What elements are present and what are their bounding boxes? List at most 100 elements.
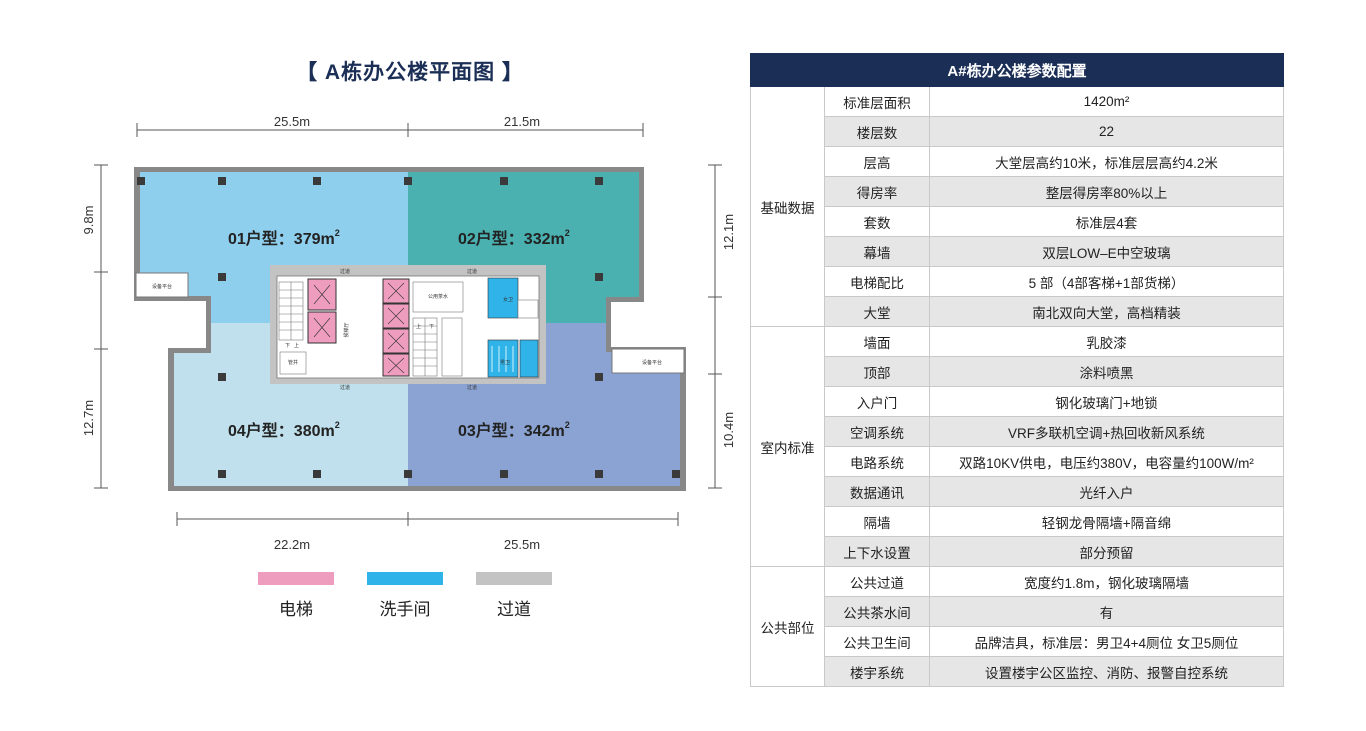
- row-value: 5 部（4部客梯+1部货梯）: [929, 266, 1284, 297]
- row-key: 墙面: [824, 326, 930, 357]
- table-row: 顶部涂料喷黑: [751, 356, 1284, 387]
- stair-right: [412, 317, 438, 377]
- stair-right-up: 上: [416, 323, 421, 330]
- legend-item-elevator: 电梯: [258, 572, 334, 620]
- stair-right-down: 下: [429, 324, 434, 330]
- corridor-label-bottom-right: 过道: [467, 384, 477, 391]
- row-key: 电梯配比: [824, 266, 930, 297]
- equipment-platform-right: [611, 348, 685, 374]
- row-key: 标准层面积: [824, 86, 930, 117]
- legend-item-corridor: 过道: [476, 572, 552, 620]
- row-value: 整层得房率80%以上: [929, 176, 1284, 207]
- table-row: 幕墙双层LOW–E中空玻璃: [751, 236, 1284, 267]
- legend-swatch-washroom: [367, 572, 443, 585]
- table-row: 隔墙轻钢龙骨隔墙+隔音绵: [751, 506, 1284, 537]
- table-row: 公共部位 公共过道 宽度约1.8m，钢化玻璃隔墙: [750, 566, 1284, 687]
- row-key: 顶部: [824, 356, 930, 387]
- elevator-lobby-label: 候梯厅: [343, 322, 350, 337]
- dim-left-bottom: 12.7m: [81, 400, 96, 436]
- table-row: 入户门钢化玻璃门+地锁: [751, 386, 1284, 417]
- row-value: 品牌洁具，标准层：男卫4+4厕位 女卫5厕位: [929, 626, 1284, 657]
- dim-bottom-left: 22.2m: [274, 537, 310, 552]
- row-value: 乳胶漆: [929, 326, 1284, 357]
- legend-swatch-corridor: [476, 572, 552, 585]
- group-basic-data: 基础数据: [750, 86, 825, 327]
- pantry-label: 公用茶水: [428, 293, 448, 300]
- row-key: 电路系统: [824, 446, 930, 477]
- row-key: 上下水设置: [824, 536, 930, 567]
- dim-right-bottom: 10.4m: [721, 412, 736, 448]
- legend-item-washroom: 洗手间: [367, 572, 443, 620]
- table-row: 套数标准层4套: [751, 206, 1284, 237]
- row-value: 南北双向大堂，高档精装: [929, 296, 1284, 327]
- row-value: 轻钢龙骨隔墙+隔音绵: [929, 506, 1284, 537]
- row-key: 公共茶水间: [824, 596, 930, 627]
- row-key: 得房率: [824, 176, 930, 207]
- washrooms: [487, 277, 539, 378]
- table-title: A#栋办公楼参数配置: [750, 53, 1284, 87]
- row-key: 公共过道: [824, 566, 930, 597]
- table-row: 数据通讯光纤入户: [751, 476, 1284, 507]
- table-row: 大堂南北双向大堂，高档精装: [751, 296, 1284, 327]
- row-value: 有: [929, 596, 1284, 627]
- row-value: 钢化玻璃门+地锁: [929, 386, 1284, 417]
- stair-left: [278, 281, 304, 341]
- row-key: 层高: [824, 146, 930, 177]
- legend-swatch-elevator: [258, 572, 334, 585]
- shaft-right: [441, 317, 463, 377]
- table-row: 公共卫生间品牌洁具，标准层：男卫4+4厕位 女卫5厕位: [751, 626, 1284, 657]
- corridor-label-top-right: 过道: [467, 268, 477, 275]
- table-row: 电路系统双路10KV供电，电压约380V，电容量约100W/m²: [751, 446, 1284, 477]
- shaft-left-label: 管井: [288, 359, 298, 366]
- stair-left-down: 下: [285, 343, 290, 349]
- row-key: 空调系统: [824, 416, 930, 447]
- shaft-left: [279, 351, 307, 375]
- row-value: 22: [929, 116, 1284, 147]
- corridor-label-bottom-left: 过道: [340, 384, 350, 391]
- row-value: 宽度约1.8m，钢化玻璃隔墙: [929, 566, 1284, 597]
- structural-columns: [137, 177, 680, 478]
- table-row: 公共茶水间有: [751, 596, 1284, 627]
- row-key: 楼宇系统: [824, 656, 930, 687]
- equipment-platform-left-label: 设备平台: [152, 283, 172, 290]
- row-key: 入户门: [824, 386, 930, 417]
- restroom-female-label: 女卫: [503, 296, 513, 303]
- dim-top-right: 21.5m: [504, 114, 540, 129]
- row-key: 隔墙: [824, 506, 930, 537]
- row-value: 光纤入户: [929, 476, 1284, 507]
- legend-label-corridor: 过道: [497, 600, 531, 619]
- legend-label-washroom: 洗手间: [379, 600, 431, 619]
- row-value: 部分预留: [929, 536, 1284, 567]
- row-value: 双层LOW–E中空玻璃: [929, 236, 1284, 267]
- dimension-lines: [94, 123, 722, 526]
- row-key: 幕墙: [824, 236, 930, 267]
- unit-02-label: 02户型：332m2: [458, 228, 570, 248]
- dim-left-top: 9.8m: [81, 206, 96, 235]
- group-public-areas: 公共部位: [750, 566, 825, 687]
- table-row: 基础数据 标准层面积 1420m²: [750, 86, 1284, 327]
- row-value: VRF多联机空调+热回收新风系统: [929, 416, 1284, 447]
- table-row: 室内标准 墙面 乳胶漆: [750, 326, 1284, 567]
- dim-right-top: 12.1m: [721, 214, 736, 250]
- dim-bottom-right: 25.5m: [504, 537, 540, 552]
- unit-03-label: 03户型：342m2: [458, 420, 570, 440]
- row-key: 大堂: [824, 296, 930, 327]
- elevator-bank-left: [307, 278, 337, 344]
- table-row: 层高大堂层高约10米，标准层层高约4.2米: [751, 146, 1284, 177]
- pantry: [412, 281, 464, 313]
- row-key: 套数: [824, 206, 930, 237]
- floor-plan: 25.5m 21.5m 22.2m 25.5m 9.8m 12.7m 12.1m…: [81, 114, 736, 552]
- group-interior-standard: 室内标准: [750, 326, 825, 567]
- plan-title: 【 A栋办公楼平面图 】: [296, 61, 524, 84]
- unit-01-label: 01户型：379m2: [228, 228, 340, 248]
- equipment-platform-left: [135, 272, 189, 298]
- row-value: 大堂层高约10米，标准层层高约4.2米: [929, 146, 1284, 177]
- row-key: 楼层数: [824, 116, 930, 147]
- unit-04-label: 04户型：380m2: [228, 420, 340, 440]
- stair-left-up: 上: [294, 342, 299, 349]
- equipment-platform-right-label: 设备平台: [642, 359, 662, 366]
- row-value: 1420m²: [929, 86, 1284, 117]
